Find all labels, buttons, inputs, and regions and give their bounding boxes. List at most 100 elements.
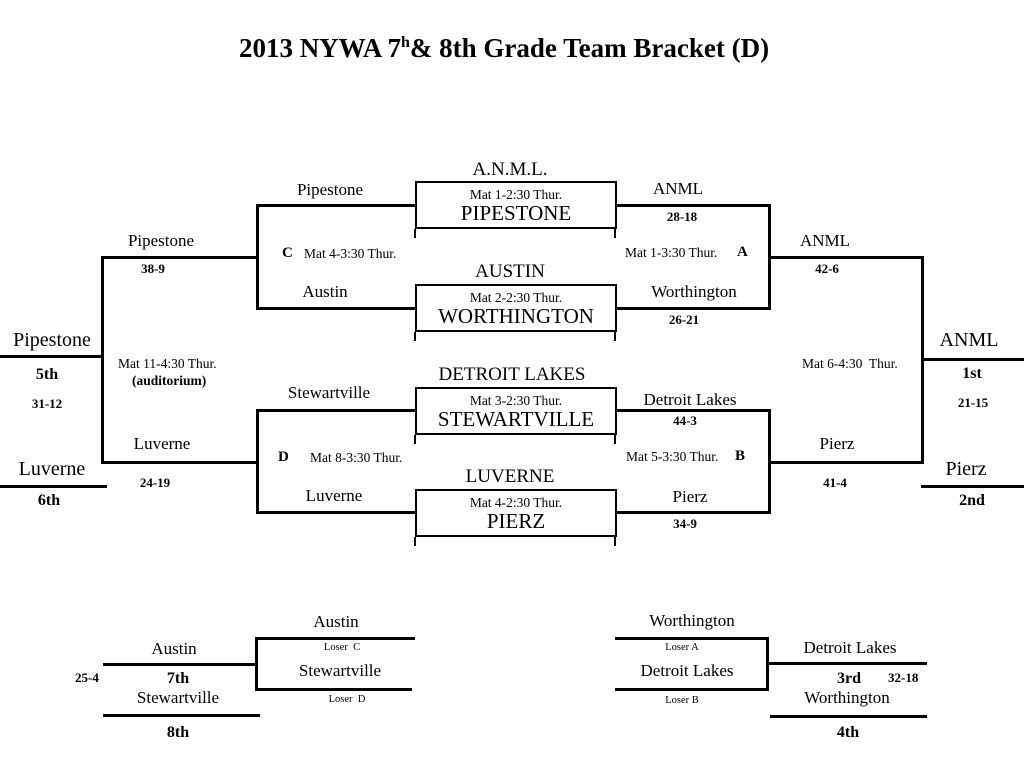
bracket-line	[103, 256, 258, 259]
semi-b-winner: Pierz	[819, 434, 855, 453]
bracket-line	[615, 688, 768, 691]
third-winner: Detroit Lakes	[803, 638, 897, 657]
consol-c-top-team: Pipestone	[296, 180, 364, 199]
bracket-tick	[414, 332, 416, 341]
bracket-line	[258, 511, 415, 514]
bracket-line	[770, 715, 927, 718]
round1-match1-top-team: A.N.M.L.	[472, 159, 548, 180]
third-place-label: 3rd	[837, 670, 861, 687]
semi-a-top-score: 28-18	[666, 209, 698, 224]
bracket-line	[921, 358, 1024, 361]
fifth-place-venue: (auditorium)	[132, 373, 207, 388]
seventh-bottom-source: Loser D	[328, 694, 366, 705]
bracket-tick	[614, 229, 616, 238]
round1-match3-top-team: DETROIT LAKES	[438, 364, 586, 385]
round1-match4-bottom-team: PIERZ	[486, 509, 546, 533]
bracket-line	[0, 355, 104, 358]
round1-match2-box: Mat 2-2:30 Thur. WORTHINGTON	[415, 284, 617, 332]
bracket-tick	[414, 435, 416, 444]
title-superscript: h	[400, 34, 410, 51]
round1-match1-schedule: Mat 1-2:30 Thur.	[469, 187, 563, 202]
semi-a-winner: ANML	[799, 231, 851, 250]
bracket-line	[258, 204, 415, 207]
third-winner-score: 32-18	[888, 670, 919, 685]
consol-c-schedule: Mat 4-3:30 Thur.	[304, 246, 397, 261]
semi-b-winner-score: 41-4	[823, 475, 847, 490]
bracket-line	[768, 204, 771, 310]
champion-team: ANML	[939, 329, 999, 351]
bracket-line	[768, 662, 927, 665]
consol-d-bottom-team: Luverne	[305, 486, 363, 505]
title-suffix: & 8th Grade Team Bracket (D)	[409, 33, 770, 63]
round1-match2-schedule: Mat 2-2:30 Thur.	[469, 290, 563, 305]
round1-match1-box: Mat 1-2:30 Thur. PIPESTONE	[415, 181, 617, 229]
fifth-place-schedule: Mat 11-4:30 Thur.	[118, 356, 217, 371]
semi-b-top-score: 44-3	[673, 413, 697, 428]
semi-a-letter: A	[737, 244, 748, 260]
bracket-tick	[614, 435, 616, 444]
bracket-line	[103, 714, 260, 717]
bracket-line	[258, 409, 415, 412]
consol-c-letter: C	[282, 245, 293, 261]
bracket-line	[257, 637, 415, 640]
bracket-tick	[614, 537, 616, 546]
round1-match2-top-team: AUSTIN	[475, 261, 545, 282]
semi-a-winner-score: 42-6	[815, 261, 839, 276]
seventh-winner: Austin	[151, 639, 197, 658]
consol-d-winner-score: 24-19	[139, 475, 171, 490]
seventh-winner-score: 25-4	[75, 670, 99, 685]
round1-match4-top-team: LUVERNE	[465, 466, 555, 487]
round1-match3-box: Mat 3-2:30 Thur. STEWARTVILLE	[415, 387, 617, 435]
final-schedule: Mat 6-4:30 Thur.	[802, 356, 898, 371]
champion-place-label: 1st	[962, 365, 982, 382]
semi-b-bottom-team: Pierz	[672, 487, 708, 506]
champion-score: 21-15	[957, 395, 989, 410]
consol-c-winner-score: 38-9	[141, 261, 165, 276]
semi-a-bottom-team: Worthington	[651, 282, 737, 301]
seventh-top-team: Austin	[313, 612, 359, 631]
consol-d-top-team: Stewartville	[287, 383, 371, 402]
bracket-line	[101, 256, 104, 464]
bracket-line	[0, 485, 107, 488]
round1-match4-schedule: Mat 4-2:30 Thur.	[469, 495, 563, 510]
bracket-tick	[414, 229, 416, 238]
sixth-place-team: Luverne	[18, 458, 86, 480]
semi-b-bottom-score: 34-9	[673, 516, 697, 531]
bracket-line	[770, 461, 923, 464]
consol-c-bottom-team: Austin	[302, 282, 348, 301]
fifth-place-score: 31-12	[31, 396, 63, 411]
fourth-place-team: Worthington	[804, 688, 890, 707]
runner-up-team: Pierz	[945, 458, 987, 480]
bracket-line	[103, 663, 257, 666]
bracket-line	[617, 204, 770, 207]
page-title: 2013 NYWA 7h& 8th Grade Team Bracket (D)	[239, 33, 769, 64]
consol-d-winner: Luverne	[133, 434, 191, 453]
bracket-line	[257, 688, 412, 691]
fifth-place-label: 5th	[35, 366, 59, 383]
bracket-line	[103, 461, 258, 464]
round1-match3-schedule: Mat 3-2:30 Thur.	[469, 393, 563, 408]
bracket-line	[770, 256, 923, 259]
semi-b-letter: B	[735, 448, 746, 464]
semi-b-top-team: Detroit Lakes	[643, 390, 737, 409]
bracket-line	[766, 637, 769, 691]
bracket-line	[615, 637, 768, 640]
consol-d-letter: D	[278, 449, 289, 465]
consol-d-schedule: Mat 8-3:30 Thur.	[310, 450, 403, 465]
round1-match2-bottom-team: WORTHINGTON	[438, 304, 594, 328]
third-top-source: Loser A	[665, 642, 699, 653]
bracket-line	[921, 485, 1024, 488]
bracket-tick	[414, 537, 416, 546]
seventh-bottom-team: Stewartville	[298, 661, 382, 680]
seventh-place-label: 7th	[166, 670, 190, 687]
runner-up-place-label: 2nd	[959, 492, 985, 509]
third-bottom-source: Loser B	[665, 695, 699, 706]
seventh-top-source: Loser C	[323, 642, 361, 653]
consol-c-winner: Pipestone	[127, 231, 195, 250]
eighth-place-team: Stewartville	[136, 688, 220, 707]
round1-match3-bottom-team: STEWARTVILLE	[437, 407, 595, 431]
bracket-line	[617, 511, 770, 514]
fourth-place-label: 4th	[836, 724, 860, 741]
third-bottom-team: Detroit Lakes	[640, 661, 734, 680]
round1-match1-bottom-team: PIPESTONE	[460, 201, 572, 225]
